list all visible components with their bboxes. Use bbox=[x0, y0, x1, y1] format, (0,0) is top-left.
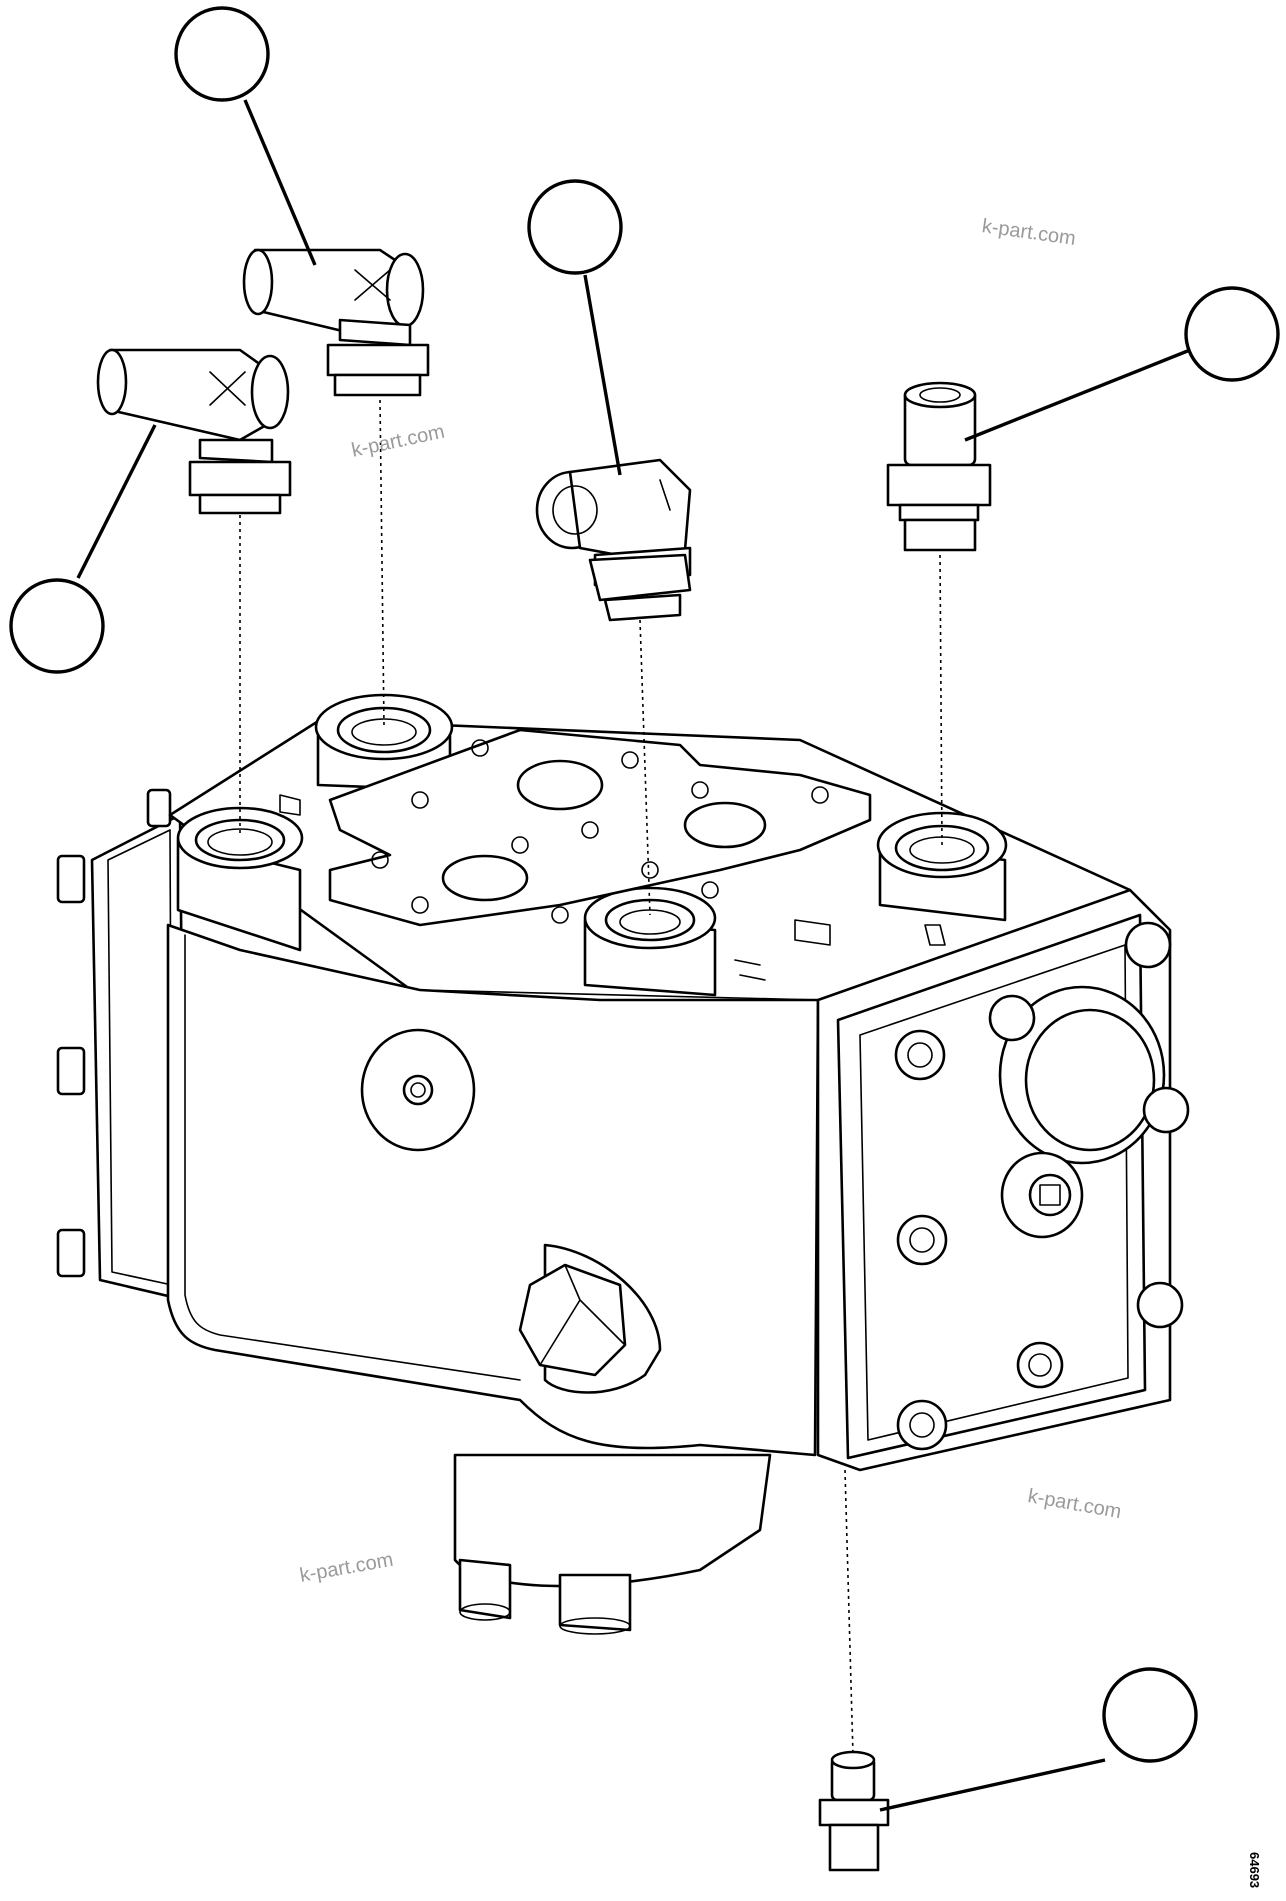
drive-housing bbox=[453, 1453, 772, 1635]
left-bolt-heads bbox=[56, 788, 172, 1278]
fitting-elbow-center bbox=[535, 458, 692, 622]
front-hex-plug bbox=[518, 1243, 662, 1394]
fitting-straight-right bbox=[886, 381, 992, 552]
fitting-elbow-upper bbox=[242, 248, 430, 397]
callout-balloons bbox=[9, 6, 1280, 1763]
callout-balloon-1 bbox=[174, 6, 270, 102]
front-socket-plug bbox=[360, 1028, 476, 1152]
end-cover-cap bbox=[998, 985, 1166, 1239]
port-boss-top-center bbox=[583, 886, 717, 997]
callout-balloon-4 bbox=[1184, 286, 1280, 382]
port-boss-top-left bbox=[176, 806, 304, 952]
valve-housing bbox=[56, 693, 1190, 1635]
callout-leaders bbox=[76, 99, 1191, 1812]
fitting-bottom-small bbox=[818, 1750, 890, 1872]
assembly-lines bbox=[239, 399, 943, 1756]
figure-number: 64693 bbox=[1247, 1852, 1262, 1889]
end-cover-bolts bbox=[894, 921, 1190, 1451]
callout-balloon-3 bbox=[527, 179, 623, 275]
fitting-elbow-left bbox=[96, 348, 292, 515]
callout-balloon-2 bbox=[9, 578, 105, 674]
mounting-plate bbox=[328, 728, 872, 927]
port-markings bbox=[279, 794, 946, 981]
callout-balloon-5 bbox=[1102, 1667, 1198, 1763]
